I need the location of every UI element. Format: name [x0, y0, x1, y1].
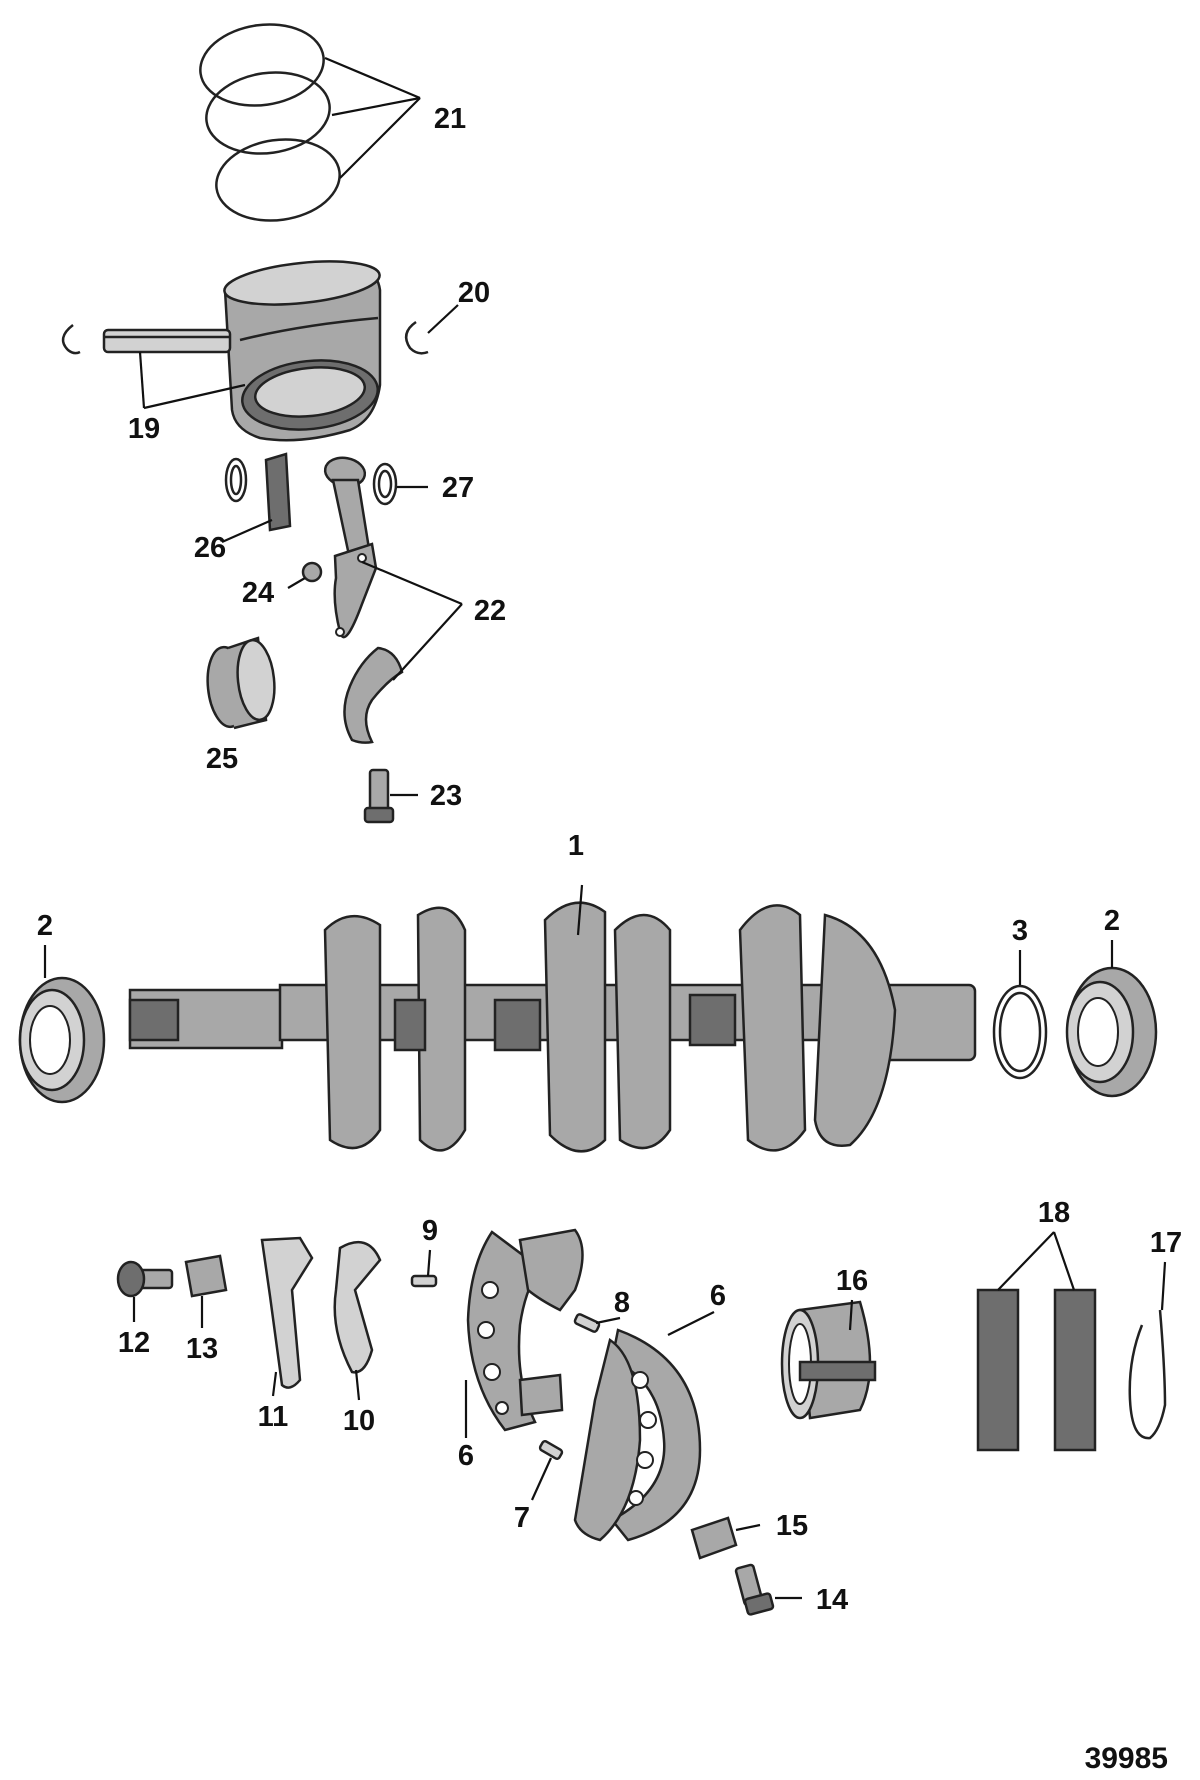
callout-8: 8	[614, 1287, 630, 1319]
oil-baffle-11	[260, 1236, 314, 1389]
callout-3: 3	[1012, 915, 1028, 947]
locating-ball	[301, 561, 323, 583]
callout-11: 11	[258, 1401, 289, 1433]
crankshaft	[128, 901, 977, 1153]
pin-retainer-right	[404, 320, 429, 355]
callout-1: 1	[568, 830, 584, 862]
screw-14	[734, 1563, 775, 1616]
callout-20: 20	[458, 277, 490, 309]
callout-15: 15	[776, 1510, 808, 1542]
washer-left	[224, 457, 248, 503]
connecting-rod	[323, 456, 378, 639]
callout-2: 2	[1104, 905, 1120, 937]
dowel-pin-9	[410, 1274, 438, 1288]
leader-lines	[43, 56, 1167, 1600]
callout-16: 16	[836, 1265, 868, 1297]
needle-rollers-18	[976, 1288, 1097, 1452]
oil-baffle-10	[333, 1240, 382, 1374]
callout-18: 18	[1038, 1197, 1070, 1229]
piston-pin	[102, 328, 232, 354]
callout-9: 9	[422, 1215, 438, 1247]
callout-22: 22	[474, 595, 506, 627]
figure-number: 39985	[1085, 1742, 1168, 1775]
rod-bolt	[363, 768, 395, 824]
rod-cap	[343, 646, 404, 744]
clip-13	[184, 1254, 228, 1298]
callout-25: 25	[206, 743, 238, 775]
bearing-race-upper	[466, 1228, 584, 1432]
callout-13: 13	[186, 1333, 218, 1365]
bearing-race-lower	[573, 1328, 702, 1542]
callout-6: 6	[458, 1440, 474, 1472]
callout-labels: 1 2 2 3 6 6 7 8 9 10 11 12 13 14 15 16 1…	[37, 103, 1182, 1616]
callout-2: 2	[37, 910, 53, 942]
bearing-sleeve-16	[780, 1300, 877, 1420]
callout-24: 24	[242, 577, 274, 609]
piston	[223, 260, 382, 442]
pin-retainer-left	[61, 324, 81, 355]
needle-bearing-cage	[206, 636, 276, 730]
callout-10: 10	[343, 1405, 375, 1437]
seal-ring	[992, 984, 1048, 1080]
clip-15	[690, 1516, 738, 1560]
retaining-ring-17	[1128, 1309, 1167, 1440]
callout-12: 12	[118, 1327, 150, 1359]
main-bearing-left	[18, 976, 106, 1104]
dowel-pin-7	[538, 1440, 564, 1460]
callout-17: 17	[1150, 1227, 1182, 1259]
callout-7: 7	[514, 1502, 530, 1534]
screw-12	[116, 1260, 174, 1298]
callout-21: 21	[434, 103, 466, 135]
needle-bearing-small	[264, 452, 292, 532]
callout-14: 14	[816, 1584, 848, 1616]
callout-6: 6	[710, 1280, 726, 1312]
dowel-pin-8	[573, 1313, 601, 1333]
callout-23: 23	[430, 780, 462, 812]
callout-19: 19	[128, 413, 160, 445]
piston-rings	[199, 23, 341, 222]
callout-26: 26	[194, 532, 226, 564]
main-bearing-right	[1065, 966, 1158, 1098]
callout-27: 27	[442, 472, 474, 504]
washer-right	[372, 462, 398, 506]
